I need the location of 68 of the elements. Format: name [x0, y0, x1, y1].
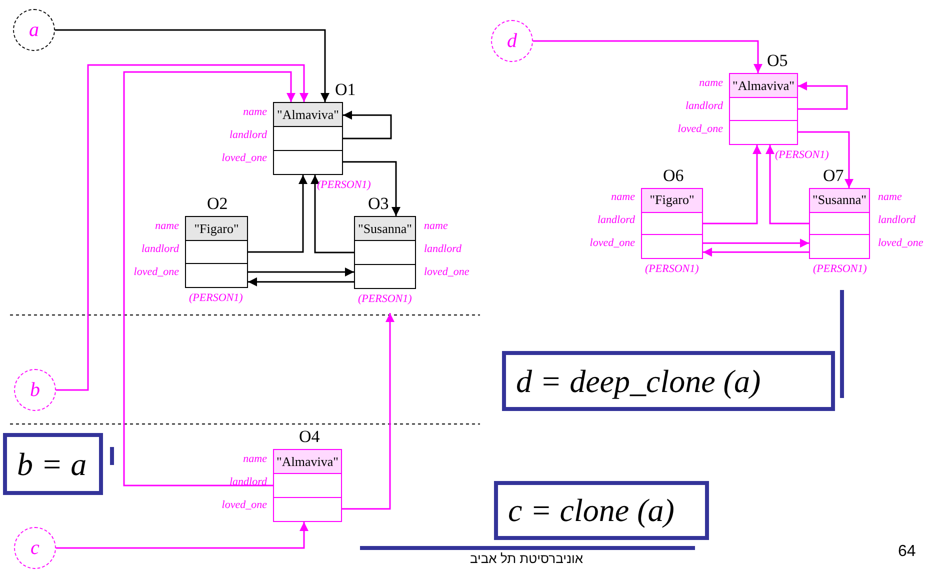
- field-name: landlord: [230, 476, 267, 488]
- class-caption: (PERSON1): [317, 179, 371, 191]
- field-value: "Susanna": [810, 189, 869, 212]
- field-name: name: [878, 191, 902, 204]
- object-label: O6: [663, 166, 684, 186]
- field-name: name: [424, 220, 448, 232]
- arrow: [248, 268, 354, 276]
- arrow: [342, 313, 394, 510]
- field-name: name: [243, 106, 267, 118]
- arrow: [248, 277, 354, 286]
- field-name: landlord: [878, 214, 916, 226]
- formula-box: c = clone (a): [494, 481, 709, 540]
- field-name: loved_one: [134, 266, 179, 278]
- variable-circle: d: [491, 20, 533, 62]
- field-name: landlord: [598, 214, 635, 226]
- field-value: "Almaviva": [274, 103, 342, 126]
- field-name: name: [611, 191, 635, 204]
- field-name: name: [155, 220, 179, 232]
- arrow: [56, 64, 308, 391]
- arrow: [766, 145, 809, 224]
- variable-circle: b: [14, 369, 56, 411]
- arrow: [533, 40, 762, 73]
- arrow: [55, 29, 330, 102]
- variable-circle: c: [14, 527, 56, 569]
- class-caption: (PERSON1): [645, 263, 699, 275]
- field-name: landlord: [686, 100, 723, 112]
- field-value: "Almaviva": [274, 450, 341, 474]
- class-caption: (PERSON1): [189, 292, 243, 304]
- footer-text: אוניברסיטת תל אביב: [470, 551, 584, 566]
- arrow: [703, 145, 762, 224]
- field-name: loved_one: [590, 236, 635, 249]
- object-label: O7: [823, 166, 844, 186]
- arrow: [703, 248, 809, 257]
- field-name: loved_one: [678, 122, 723, 134]
- arrow: [123, 71, 296, 486]
- field-name: landlord: [424, 243, 462, 255]
- arrow: [56, 522, 308, 549]
- variable-circle: a: [13, 9, 55, 51]
- arrow: [343, 161, 400, 216]
- class-caption: (PERSON1): [813, 263, 867, 275]
- object-label: O3: [368, 194, 389, 214]
- object-label: O2: [207, 194, 228, 214]
- field-name: loved_one: [222, 499, 267, 512]
- field-name: loved_one: [222, 152, 267, 164]
- arrow: [798, 131, 854, 188]
- field-name: loved_one: [424, 266, 470, 278]
- page-number: 64: [898, 543, 916, 561]
- field-name: loved_one: [878, 236, 924, 249]
- field-value: "Almaviva": [730, 74, 797, 97]
- field-name: landlord: [142, 242, 179, 254]
- field-value: "Susanna": [355, 217, 415, 240]
- formula-box: d = deep_clone (a): [502, 351, 835, 411]
- field-name: name: [243, 452, 267, 465]
- field-name: name: [699, 76, 723, 88]
- field-name: landlord: [230, 129, 267, 141]
- field-value: "Figaro": [186, 217, 247, 240]
- class-caption: (PERSON1): [358, 293, 412, 305]
- arrow: [310, 175, 354, 254]
- object-label: O4: [299, 427, 320, 447]
- arrow: [343, 110, 392, 140]
- object-label: O1: [335, 80, 356, 100]
- field-value: "Figaro": [642, 189, 702, 212]
- object-label: O5: [767, 51, 788, 71]
- class-caption: (PERSON1): [775, 149, 829, 161]
- arrow: [248, 175, 308, 253]
- arrow: [798, 82, 848, 110]
- formula-box: b = a: [3, 433, 103, 495]
- arrow: [703, 238, 809, 248]
